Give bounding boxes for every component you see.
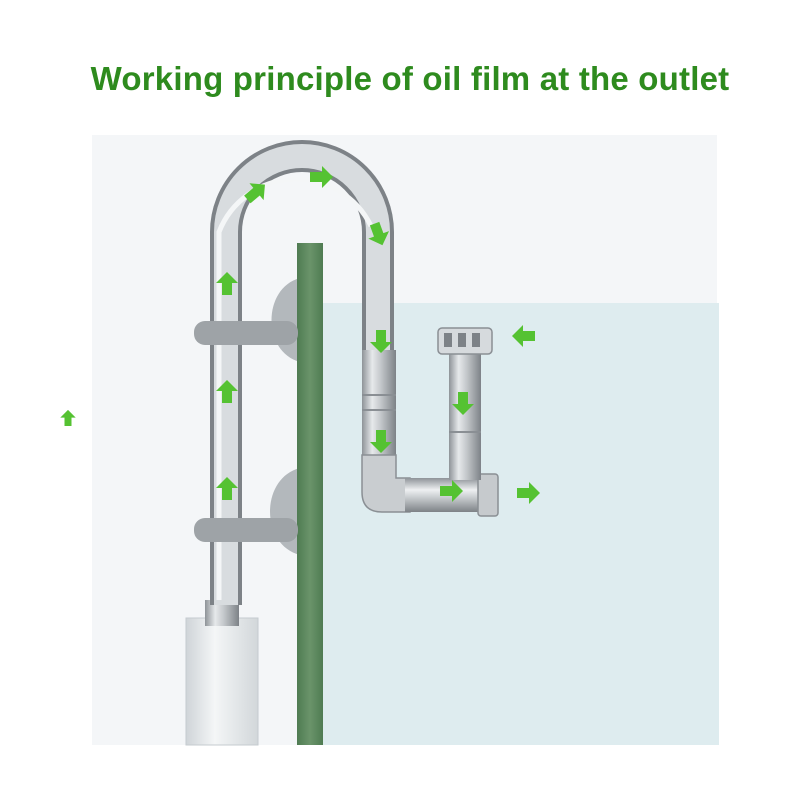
arrow-up-icon	[216, 477, 238, 500]
outflow-pipe-shine	[214, 144, 390, 605]
arrow-up-icon	[216, 380, 238, 403]
page-title: Working principle of oil film at the out…	[90, 60, 730, 97]
pipe-clamp-upper	[194, 321, 298, 345]
arrow-up-icon	[216, 272, 238, 295]
arrow-up-small-icon	[60, 409, 76, 426]
arrow-down-icon	[370, 330, 392, 353]
pipe-clamp-lower	[194, 518, 298, 542]
flow-arrows	[60, 166, 540, 504]
glass-wall	[297, 243, 323, 745]
arrow-down-icon	[370, 430, 392, 453]
inlet-tubing	[185, 617, 259, 746]
skimmer-tube	[449, 348, 481, 480]
arrow-right-icon	[517, 482, 540, 504]
outflow-nozzle-tip	[477, 473, 499, 517]
arrow-down-right-icon	[368, 221, 390, 246]
outflow-pipe	[194, 140, 499, 605]
outflow-pipe-highlight	[216, 176, 374, 600]
arrow-right-icon	[440, 480, 463, 502]
arrow-right-icon	[310, 166, 333, 188]
arrow-down-icon	[452, 392, 474, 415]
arrow-left-icon	[512, 325, 535, 347]
arrow-up-right-icon	[244, 183, 265, 204]
